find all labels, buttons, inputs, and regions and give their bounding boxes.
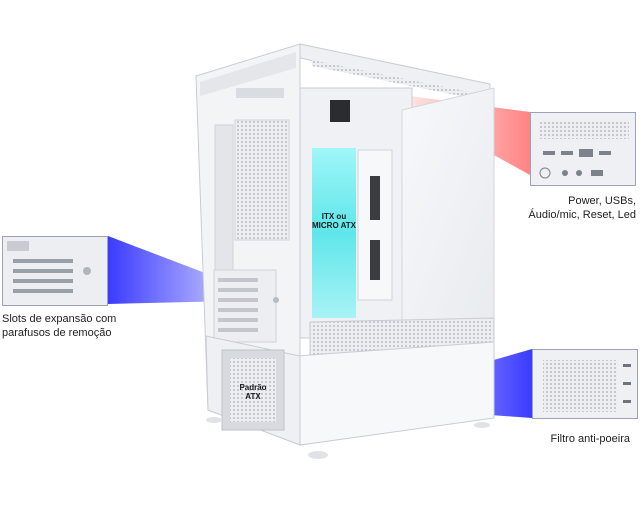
motherboard-area [312,148,356,318]
motherboard-label-line-1: ITX ou [321,212,347,221]
psu-label-line-2: ATX [245,392,261,401]
front-io-caption-line-2: Áudio/mic, Reset, Led [528,209,636,221]
motherboard-label-line-2: MICRO ATX [312,221,356,230]
expansion-slots-inset [2,236,108,306]
motherboard-label: ITX ou MICRO ATX [308,212,360,230]
dust-filter-inset [532,349,638,419]
expansion-slots-caption-line-2: parafusos de remoção [2,327,112,339]
expansion-slots-caption-line-1: Slots de expansão com [2,313,117,325]
glass-side-panel [401,87,495,333]
dust-filter-caption-line-1: Filtro anti-poeira [550,433,630,445]
dust-filter-caption: Filtro anti-poeira [506,432,630,446]
psu-shroud [295,341,495,446]
expansion-slots-caption: Slots de expansão com parafusos de remoç… [2,312,142,340]
psu-label-line-1: Padrão [239,383,267,392]
front-io-inset [530,112,636,186]
psu-label: Padrão ATX [222,383,284,401]
front-io-caption-line-1: Power, USBs, [568,195,636,207]
front-io-caption: Power, USBs, Áudio/mic, Reset, Led [506,194,636,222]
